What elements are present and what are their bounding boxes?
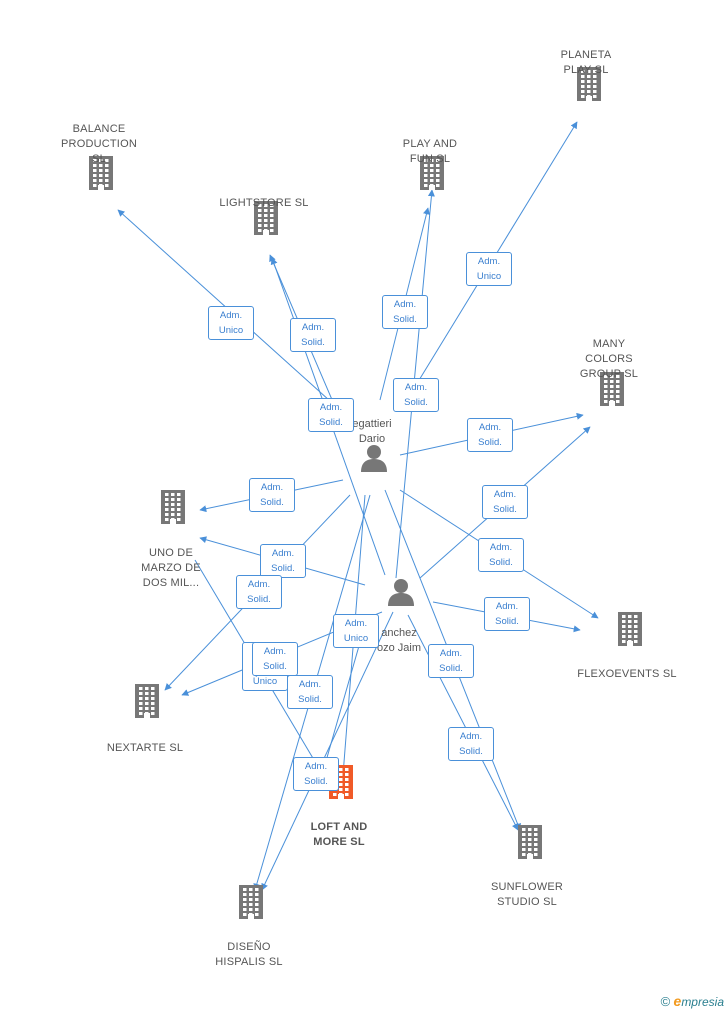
building-icon <box>600 372 624 406</box>
company-label-lightstore[interactable]: LIGHTSTORE SL <box>219 197 309 209</box>
company-label-flexoevents[interactable]: FLEXOEVENTS SL <box>577 668 677 680</box>
company-label-planeta[interactable]: PLANETA PLAY SL <box>560 49 612 76</box>
edge-role-label[interactable]: Adm. Solid. <box>290 318 336 352</box>
building-icon <box>89 156 113 190</box>
brand-logo-initial: e <box>673 993 682 1009</box>
edge-role-label[interactable]: Adm. Solid. <box>260 544 306 578</box>
edge-role-label[interactable]: Adm. Solid. <box>428 644 474 678</box>
edge-role-label[interactable]: Adm. Solid. <box>252 642 298 676</box>
company-node-balance[interactable] <box>86 156 116 195</box>
building-icon <box>518 825 542 859</box>
person-node-p2[interactable] <box>387 578 415 611</box>
edge-role-label[interactable]: Adm. Solid. <box>448 727 494 761</box>
company-node-sunflower[interactable] <box>515 825 545 864</box>
company-label-sunflower[interactable]: SUNFLOWER STUDIO SL <box>490 881 564 908</box>
copyright-icon: © <box>660 994 671 1009</box>
edge-line <box>261 611 394 891</box>
person-icon <box>388 579 414 606</box>
person-label-p1[interactable]: egattieri Dario <box>352 418 392 445</box>
building-icon <box>239 885 263 919</box>
company-label-balance[interactable]: BALANCE PRODUCTION SL <box>61 123 137 165</box>
person-icon <box>361 445 387 472</box>
building-icon <box>254 201 278 235</box>
company-label-loftmore[interactable]: LOFT AND MORE SL <box>310 821 368 848</box>
edge-line <box>407 614 519 831</box>
company-node-disenohispalis[interactable] <box>236 885 266 924</box>
edge-role-label[interactable]: Adm. Unico <box>333 614 379 648</box>
company-label-playfun[interactable]: PLAY AND FUN SL <box>402 138 458 165</box>
edge-line <box>320 624 366 776</box>
edge-role-label[interactable]: Adm. Unico <box>466 252 512 286</box>
edge-role-label[interactable]: Adm. Solid. <box>287 675 333 709</box>
edge-role-label[interactable]: Adm. Solid. <box>482 485 528 519</box>
company-node-flexoevents[interactable] <box>615 612 645 651</box>
edge-role-label[interactable]: Adm. Solid. <box>382 295 428 329</box>
company-node-nextarte[interactable] <box>132 684 162 723</box>
company-label-unomarzo[interactable]: UNO DE MARZO DE DOS MIL... <box>141 547 201 589</box>
company-node-lightstore[interactable] <box>251 201 281 240</box>
person-node-p1[interactable] <box>360 444 388 477</box>
person-label-p2[interactable]: anchez ozo Jaim <box>376 627 422 654</box>
building-icon <box>161 490 185 524</box>
company-label-nextarte[interactable]: NEXTARTE SL <box>106 742 184 754</box>
edge-role-label[interactable]: Adm. Solid. <box>484 597 530 631</box>
edge-role-label[interactable]: Adm. Solid. <box>293 757 339 791</box>
building-icon <box>420 156 444 190</box>
edge-role-label[interactable]: Adm. Solid. <box>393 378 439 412</box>
company-node-manycolors[interactable] <box>597 372 627 411</box>
building-icon <box>135 684 159 718</box>
company-node-playfun[interactable] <box>417 156 447 195</box>
footer-brand: © empresia <box>661 993 724 1009</box>
company-node-planeta[interactable] <box>574 67 604 106</box>
brand-name: mpresia <box>681 995 724 1009</box>
edge-role-label[interactable]: Adm. Solid. <box>308 398 354 432</box>
edge-role-label[interactable]: Adm. Solid. <box>478 538 524 572</box>
company-label-disenohispalis[interactable]: DISEÑO HISPALIS SL <box>215 941 283 968</box>
edge-role-label[interactable]: Adm. Unico <box>208 306 254 340</box>
edge-role-label[interactable]: Adm. Solid. <box>236 575 282 609</box>
building-icon <box>618 612 642 646</box>
company-node-unomarzo[interactable] <box>158 490 188 529</box>
edge-role-label[interactable]: Adm. Solid. <box>467 418 513 452</box>
edge-role-label[interactable]: Adm. Solid. <box>249 478 295 512</box>
company-label-manycolors[interactable]: MANY COLORS GROUP SL <box>579 338 639 380</box>
building-icon <box>577 67 601 101</box>
